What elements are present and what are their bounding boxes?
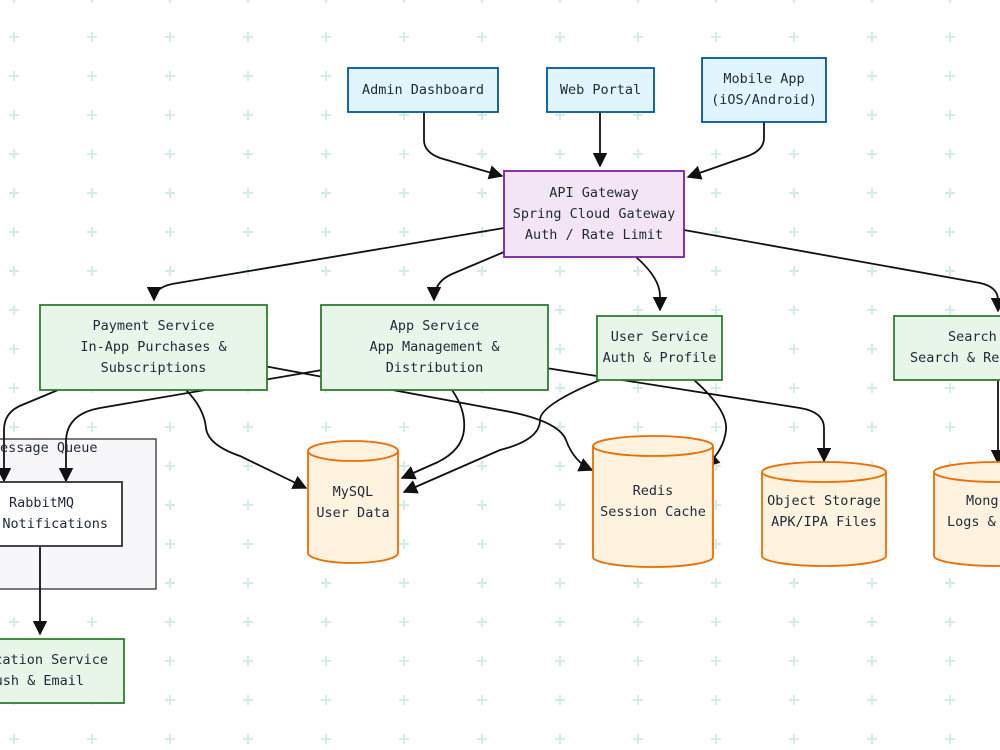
mysql-cylinder (307, 440, 399, 564)
edge-payment-redis (263, 365, 594, 472)
edge-app-object-storage (545, 367, 832, 463)
api-gateway-box (503, 170, 685, 258)
payment-service-box (39, 304, 268, 391)
edge-gateway-user (635, 256, 668, 312)
notification-service-box (0, 638, 125, 704)
edge-admin-gateway (423, 112, 504, 180)
edge-app-rabbitmq (58, 369, 323, 483)
message-queue-title: essage Queue (0, 440, 98, 456)
rabbitmq-box (0, 481, 123, 547)
edge-user-redis (693, 379, 727, 467)
search-service-box (893, 315, 1000, 381)
edge-payment-mysql (185, 389, 308, 489)
web-portal-box (546, 67, 655, 113)
redis-cylinder (592, 435, 714, 568)
mobile-app-box (701, 57, 827, 123)
edge-mobile-gateway (686, 122, 765, 180)
edge-payment-rabbitmq-left (0, 389, 59, 483)
edge-gateway-search (683, 229, 1000, 313)
admin-dashboard-box (347, 67, 499, 113)
app-service-box (320, 304, 549, 391)
mongo-cylinder (933, 461, 1000, 567)
edge-app-mysql (400, 389, 466, 480)
user-service-box (596, 315, 723, 381)
edges (0, 112, 1000, 636)
edge-gateway-payment (146, 227, 505, 302)
edge-gateway-app (426, 251, 505, 302)
edge-user-mysql (402, 379, 601, 494)
object-storage-cylinder (761, 461, 887, 567)
